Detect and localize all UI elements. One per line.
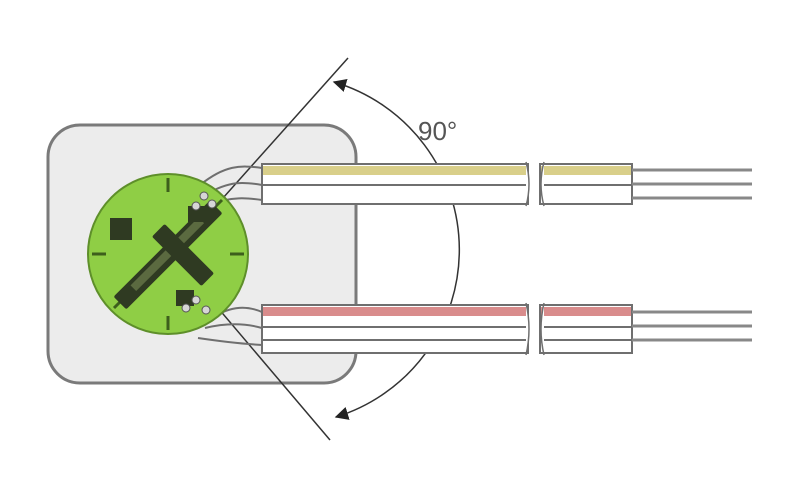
angle-arc bbox=[332, 78, 461, 420]
angle-label: 90° bbox=[418, 116, 457, 146]
upper-cable bbox=[199, 161, 752, 207]
lower-cable-stripe bbox=[263, 307, 527, 316]
upper-cable-stripe bbox=[263, 166, 527, 175]
strain-gauge-grid bbox=[110, 201, 222, 309]
sensor-disc bbox=[87, 173, 249, 335]
lower-cable bbox=[197, 302, 752, 356]
solder-pads bbox=[181, 191, 217, 315]
